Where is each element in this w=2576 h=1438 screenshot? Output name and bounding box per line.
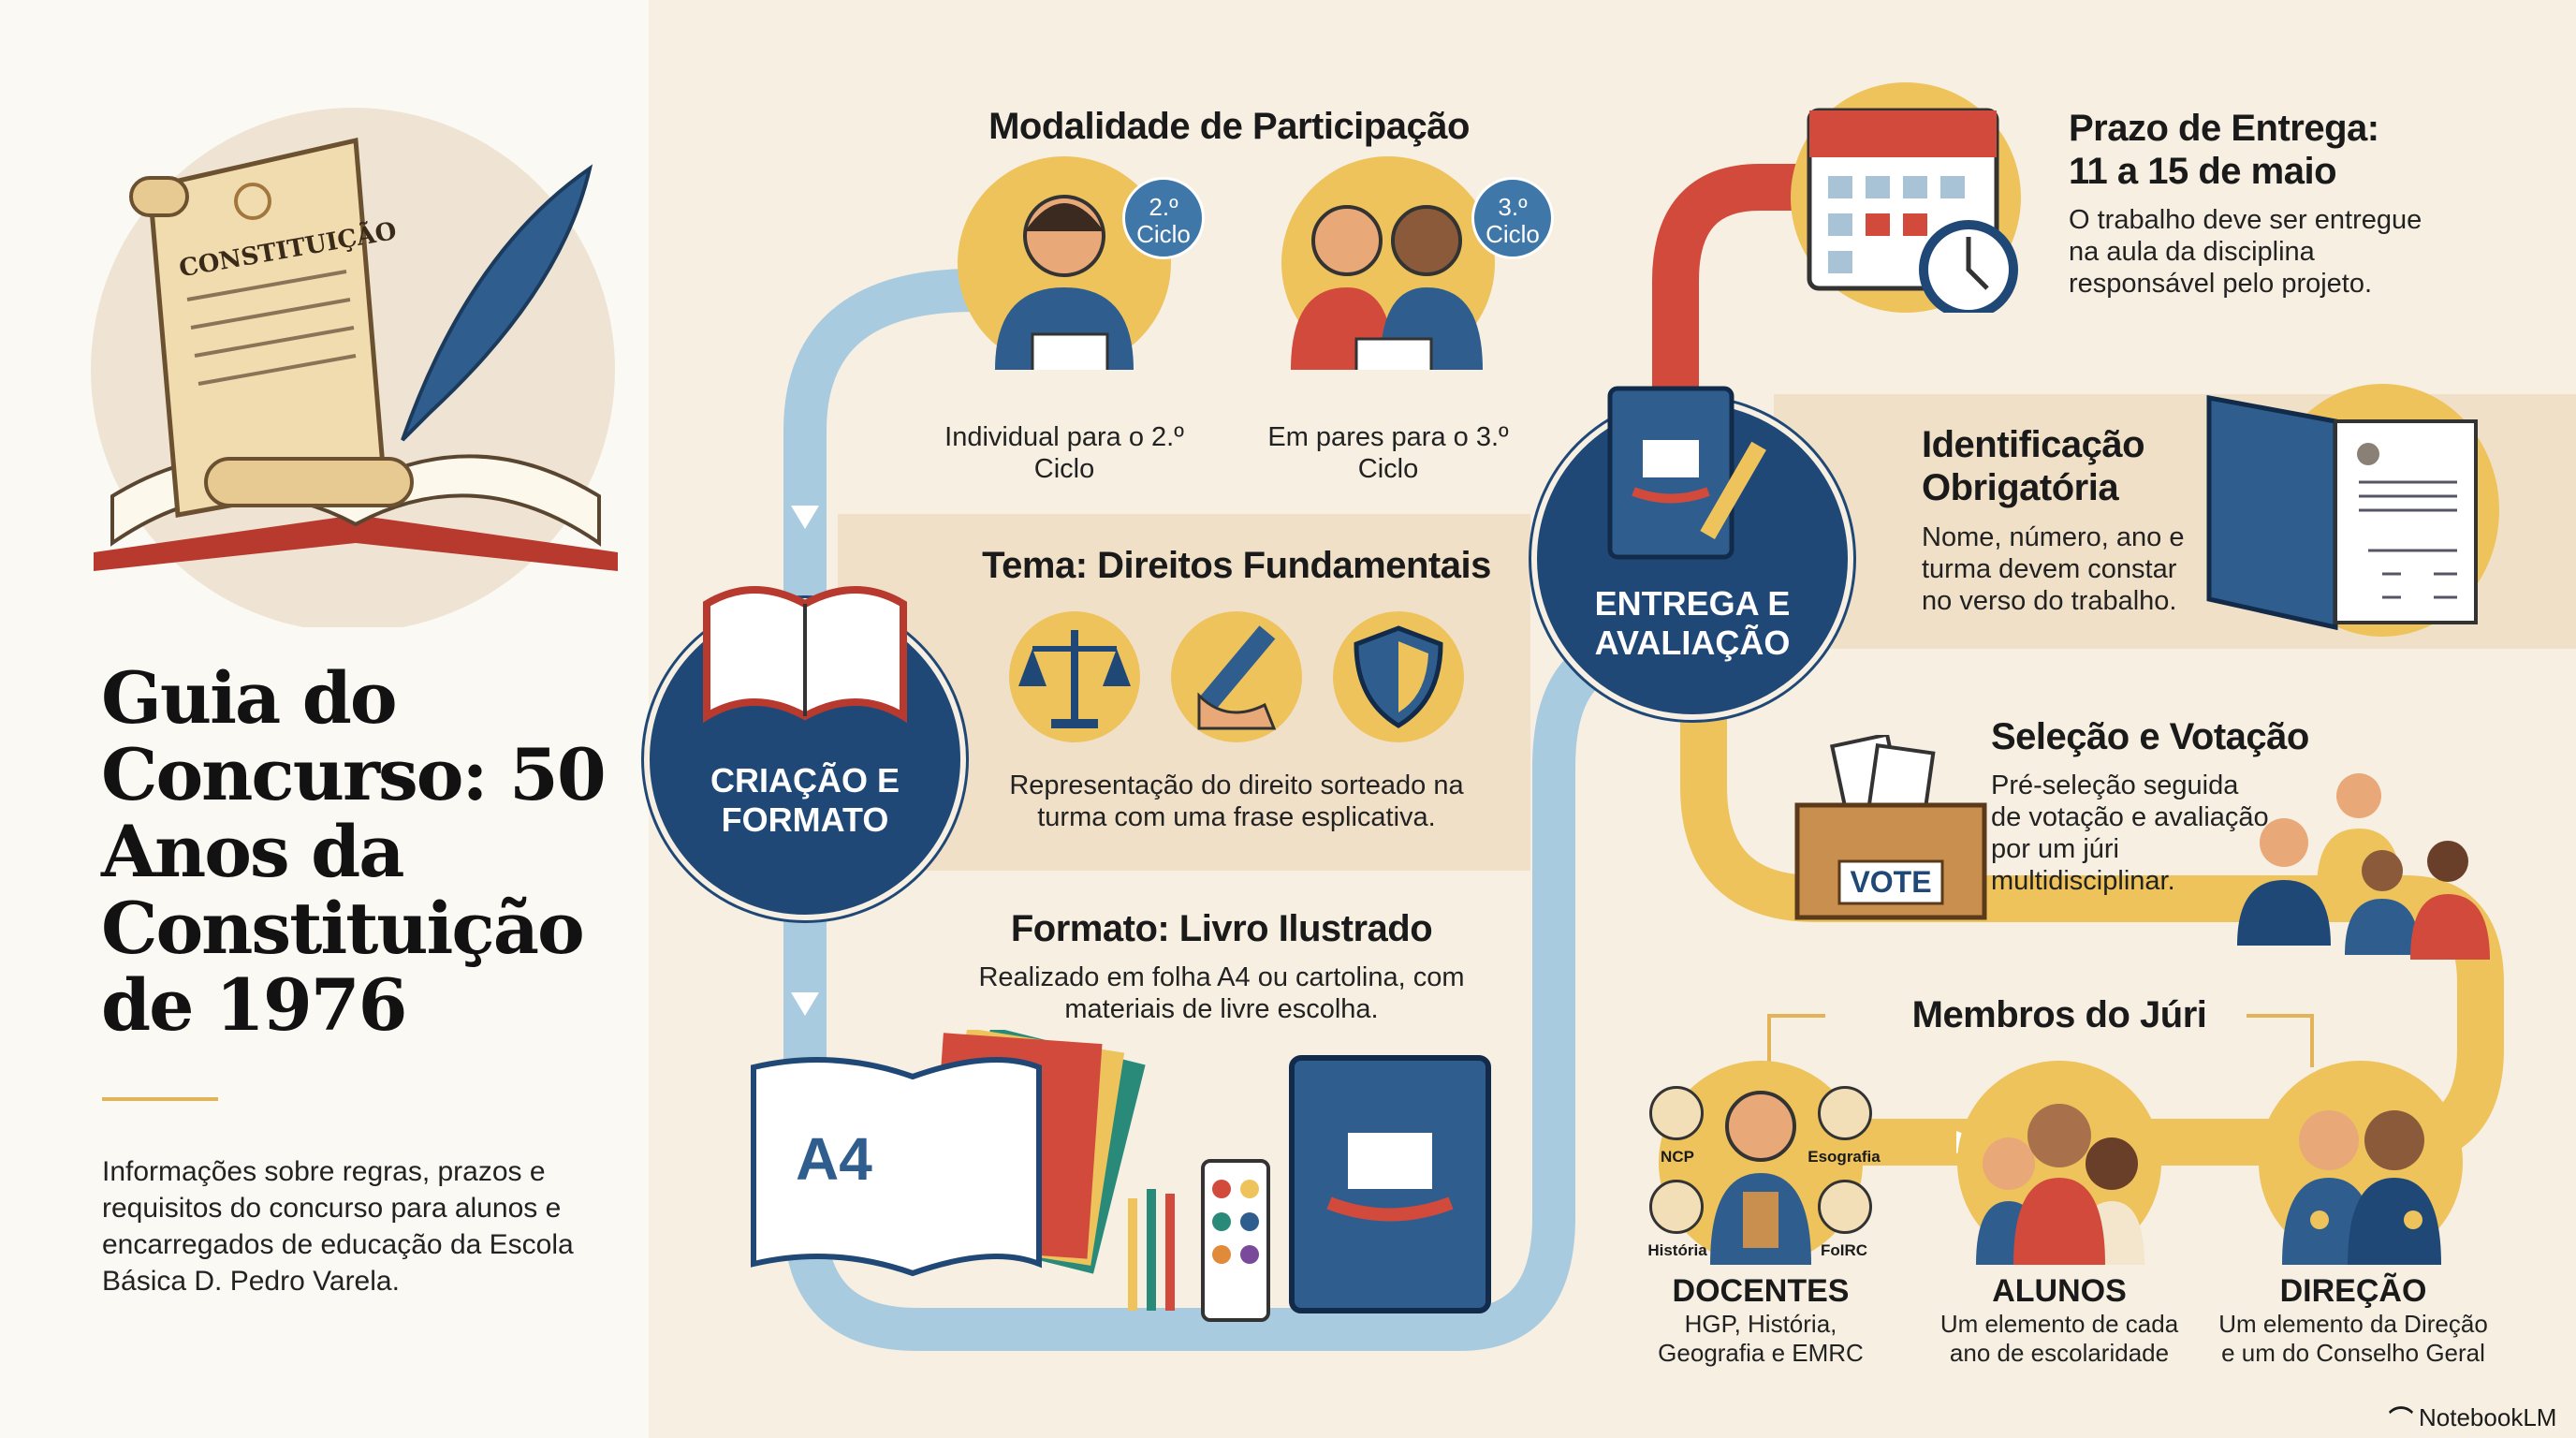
open-book-icon bbox=[703, 586, 907, 724]
creation-flow-path bbox=[783, 269, 1618, 1351]
deadline-heading: Prazo de Entrega: 11 a 15 de maio bbox=[2069, 107, 2379, 193]
scale-icon bbox=[1009, 611, 1140, 742]
deadline-text: O trabalho deve ser entregue na aula da … bbox=[2069, 205, 2422, 299]
subject-ncp: NCP bbox=[1661, 1148, 1694, 1166]
brand-label: NotebookLM bbox=[2419, 1403, 2557, 1431]
notebooklm-logo-icon: ⌒ bbox=[2389, 1405, 2414, 1433]
deadline-flow-path bbox=[1652, 164, 1807, 412]
selection-text: Pré-seleção seguida de votação e avaliaç… bbox=[1991, 770, 2269, 896]
modality-heading: Modalidade de Participação bbox=[988, 106, 1470, 147]
ballot-label: VOTE bbox=[1850, 865, 1931, 899]
jury-teachers-text: HGP, História, Geografia e EMRC bbox=[1658, 1310, 1864, 1367]
scroll-icon bbox=[1649, 1180, 1704, 1234]
creation-hub-label: CRIAÇÃO E FORMATO bbox=[710, 761, 900, 839]
compass-icon bbox=[1649, 1086, 1704, 1140]
individual-caption: Individual para o 2.º Ciclo bbox=[944, 422, 1184, 484]
title-divider bbox=[102, 1097, 218, 1101]
identification-heading: Identificação Obrigatória bbox=[1922, 424, 2145, 508]
page-description: Informações sobre regras, prazos e requi… bbox=[102, 1156, 574, 1297]
cycle-2-badge: 2.º Ciclo bbox=[1122, 177, 1205, 259]
format-text: Realizado em folha A4 ou cartolina, com … bbox=[978, 962, 1465, 1024]
notebooklm-brand: ⌒ NotebookLM bbox=[2389, 1401, 2556, 1435]
constitution-illustration: CONSTITUIÇÃO bbox=[91, 108, 618, 627]
book-pencil-icon bbox=[1607, 386, 1766, 560]
deadline-heading-line1: Prazo de Entrega: bbox=[2069, 108, 2379, 149]
quill-icon bbox=[401, 164, 593, 442]
cycle-3-badge: 3.º Ciclo bbox=[1471, 177, 1554, 259]
subject-emrc: FoIRC bbox=[1820, 1241, 1868, 1259]
globe-icon bbox=[1818, 1086, 1872, 1140]
a4-label: A4 bbox=[796, 1125, 872, 1193]
direction-illustration bbox=[2259, 1061, 2463, 1265]
shield-icon bbox=[1333, 611, 1464, 742]
jury-heading: Membros do Júri bbox=[1911, 994, 2207, 1035]
theme-heading: Tema: Direitos Fundamentais bbox=[982, 545, 1491, 586]
arrow-down-icon bbox=[791, 506, 819, 529]
page-title: Guia do Concurso: 50 Anos da Constituiçã… bbox=[101, 656, 607, 1047]
book-back-cover-icon bbox=[2206, 394, 2478, 631]
jury-member-students: ALUNOS bbox=[1992, 1273, 2127, 1309]
ballot-box-icon: VOTE bbox=[1794, 735, 1987, 920]
theme-text: Representação do direito sorteado na tur… bbox=[1009, 770, 1464, 832]
jury-voting-illustration bbox=[2237, 773, 2490, 960]
format-heading: Formato: Livro Ilustrado bbox=[1010, 908, 1433, 949]
selection-heading: Seleção e Votação bbox=[1991, 716, 2309, 757]
individual-student-illustration bbox=[958, 156, 1171, 374]
jury-direction-text: Um elemento da Direção e um do Conselho … bbox=[2218, 1310, 2488, 1367]
subject-historia: História bbox=[1647, 1241, 1707, 1259]
students-illustration bbox=[1957, 1061, 2161, 1265]
format-materials-illustration: A4 bbox=[751, 1030, 1491, 1322]
pairs-caption: Em pares para o 3.º Ciclo bbox=[1267, 422, 1509, 484]
cross-icon bbox=[1818, 1180, 1872, 1234]
jury-students-text: Um elemento de cada ano de escolaridade bbox=[1939, 1310, 2179, 1367]
pair-students-illustration bbox=[1281, 156, 1495, 374]
delivery-hub-label: ENTREGA E AVALIAÇÃO bbox=[1594, 584, 1791, 662]
deadline-dates: 11 a 15 de maio bbox=[2069, 151, 2337, 192]
identification-text: Nome, número, ano e turma devem constar … bbox=[1922, 522, 2185, 616]
calendar-clock-icon bbox=[1791, 82, 2021, 319]
arrow-down-icon bbox=[791, 992, 819, 1016]
subject-geografia: Esografia bbox=[1808, 1148, 1881, 1166]
jury-member-direction: DIREÇÃO bbox=[2279, 1273, 2427, 1309]
jury-member-teachers: DOCENTES bbox=[1672, 1273, 1850, 1309]
pen-icon bbox=[1171, 611, 1302, 742]
